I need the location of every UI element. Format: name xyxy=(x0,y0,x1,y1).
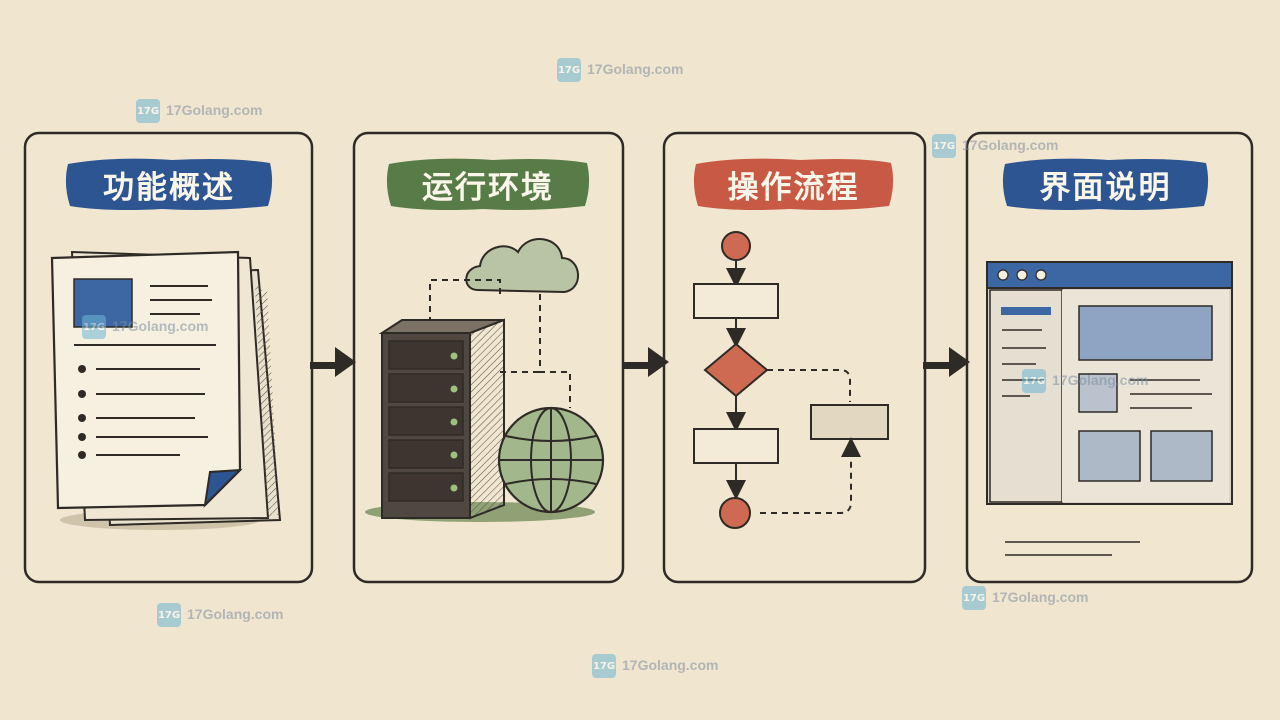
watermark-logo-icon: 17G xyxy=(136,99,160,123)
watermark-logo-icon: 17G xyxy=(1022,369,1046,393)
panel-title-overview: 功能概述 xyxy=(62,154,276,214)
server-cloud-globe-icon xyxy=(365,238,605,522)
watermark-logo-icon: 17G xyxy=(932,134,956,158)
app-window-icon xyxy=(986,261,1233,556)
banner-brush-blue xyxy=(65,158,273,210)
watermark: 17G 17Golang.com xyxy=(962,586,1088,610)
watermark: 17G 17Golang.com xyxy=(1022,369,1148,393)
watermark: 17G 17Golang.com xyxy=(157,603,283,627)
watermark-logo-icon: 17G xyxy=(82,315,106,339)
cloud-icon xyxy=(465,238,579,294)
flow-process-node-2 xyxy=(693,428,779,464)
panel-title-text: 操作流程 xyxy=(727,169,860,206)
watermark-logo-icon: 17G xyxy=(592,654,616,678)
watermark-logo-icon: 17G xyxy=(157,603,181,627)
panel-title-environment: 运行环境 xyxy=(383,154,593,214)
panel-title-text: 运行环境 xyxy=(422,169,554,206)
flow-end-node xyxy=(719,497,751,529)
watermark: 17G 17Golang.com xyxy=(136,99,262,123)
watermark-text: 17Golang.com xyxy=(187,606,284,622)
watermark: 17G 17Golang.com xyxy=(557,58,683,82)
arrow-2 xyxy=(622,347,669,377)
watermark: 17G 17Golang.com xyxy=(932,134,1058,158)
watermark-text: 17Golang.com xyxy=(992,589,1089,605)
flowchart-icon xyxy=(693,231,889,529)
watermark-logo-icon: 17G xyxy=(557,58,581,82)
watermark: 17G 17Golang.com xyxy=(592,654,718,678)
arrow-3 xyxy=(923,347,970,377)
watermark: 17G 17Golang.com xyxy=(82,315,208,339)
flow-process-node-3 xyxy=(810,404,889,440)
panel-title-text: 界面说明 xyxy=(1039,169,1172,206)
watermark-text: 17Golang.com xyxy=(962,137,1059,153)
watermark-text: 17Golang.com xyxy=(587,61,684,77)
banner-brush-red xyxy=(693,158,894,210)
panel-title-interface: 界面说明 xyxy=(999,154,1212,214)
watermark-text: 17Golang.com xyxy=(622,657,719,673)
watermark-logo-icon: 17G xyxy=(962,586,986,610)
panel-title-text: 功能概述 xyxy=(103,169,235,206)
globe-icon xyxy=(497,406,605,514)
watermark-text: 17Golang.com xyxy=(1052,372,1149,388)
document-stack-icon xyxy=(50,250,282,530)
arrow-1 xyxy=(310,347,356,377)
server-rack-icon xyxy=(378,318,505,520)
banner-brush-blue xyxy=(1002,158,1209,210)
watermark-text: 17Golang.com xyxy=(112,318,209,334)
watermark-text: 17Golang.com xyxy=(166,102,263,118)
flow-start-node xyxy=(721,231,751,261)
panel-title-process: 操作流程 xyxy=(690,154,897,214)
flow-process-node-1 xyxy=(693,283,779,319)
banner-brush-green xyxy=(386,158,590,210)
